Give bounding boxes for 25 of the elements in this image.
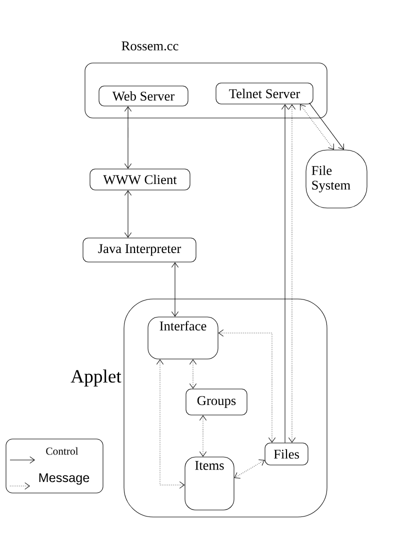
arrow <box>308 102 344 150</box>
arrow <box>189 359 197 389</box>
legend-label: Message <box>39 473 90 485</box>
group-title: Applet <box>70 370 122 386</box>
arrow <box>171 262 179 317</box>
arrow <box>300 104 334 150</box>
arrow <box>124 190 132 238</box>
arrow <box>124 106 132 169</box>
arrow <box>234 459 265 479</box>
process-box: Telnet Server <box>216 82 314 104</box>
arrow <box>281 104 289 443</box>
process-box: Interface <box>148 316 218 360</box>
process-box: Java Interpreter <box>82 238 196 262</box>
arrow <box>199 415 207 457</box>
arrow <box>156 359 185 489</box>
process-box: Items <box>184 456 234 510</box>
process-box: Web Server <box>98 86 188 106</box>
process-box: Groups <box>186 388 248 416</box>
arrow <box>218 329 276 443</box>
process-box: Files <box>264 442 308 466</box>
arrow <box>288 104 296 443</box>
process-box: WWW Client <box>90 168 190 190</box>
group-title: Rossem.cc <box>122 42 178 50</box>
process-box: File System <box>306 150 368 208</box>
legend-label: Control <box>46 447 78 455</box>
